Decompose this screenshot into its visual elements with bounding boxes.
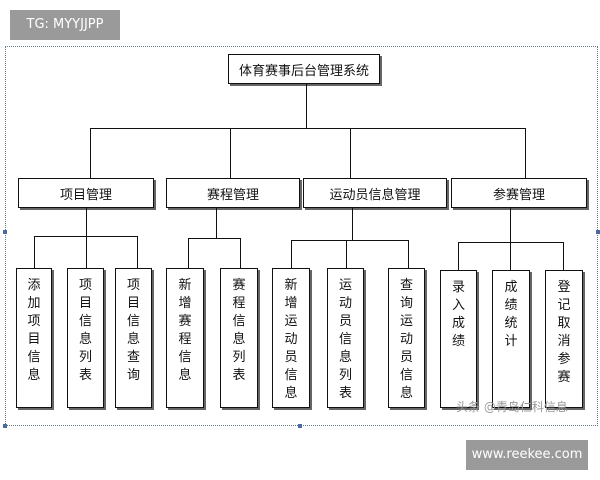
connector (510, 208, 511, 242)
leaf-node: 录入成绩 (440, 270, 477, 408)
watermark-text: 头条 @青岛仁科信息 (456, 400, 568, 414)
connector (346, 240, 347, 268)
category-node: 赛程管理 (166, 178, 300, 208)
connector (86, 236, 87, 268)
category-node: 项目管理 (18, 178, 154, 208)
connector (563, 242, 564, 270)
category-node: 运动员信息管理 (303, 178, 447, 208)
connector (458, 242, 459, 270)
leaf-node: 添加项目信息 (16, 268, 52, 408)
leaf-node: 查询运动员信息 (388, 268, 425, 408)
tg-tag: TG: MYYJJPP (10, 10, 120, 40)
leaf-node: 成绩统计 (492, 270, 530, 408)
category-node: 参赛管理 (451, 178, 587, 208)
connector (188, 238, 240, 239)
connector (216, 208, 217, 238)
connector (240, 238, 241, 268)
connector (291, 240, 292, 268)
selection-handle[interactable] (596, 230, 600, 234)
leaf-node: 项目信息列表 (67, 268, 104, 408)
connector (306, 84, 307, 128)
connector (86, 208, 87, 236)
connector (510, 242, 511, 270)
selection-handle[interactable] (3, 424, 7, 428)
connector (408, 240, 409, 268)
selection-handle[interactable] (3, 230, 7, 234)
connector (291, 240, 409, 241)
connector (90, 128, 525, 129)
leaf-node: 项目信息查询 (115, 268, 152, 408)
leaf-node: 新增赛程信息 (166, 268, 204, 408)
connector (137, 236, 138, 268)
connector (458, 242, 564, 243)
connector (525, 128, 526, 178)
connector (230, 128, 231, 178)
connector (90, 128, 91, 178)
root-node: 体育赛事后台管理系统 (228, 54, 380, 84)
connector (188, 238, 189, 268)
leaf-node: 赛程信息列表 (220, 268, 258, 408)
connector (34, 236, 35, 268)
leaf-node: 新增运动员信息 (272, 268, 310, 408)
site-url: www.reekee.com (466, 440, 588, 470)
connector (350, 128, 351, 178)
leaf-node: 运动员信息列表 (327, 268, 364, 408)
leaf-node: 登记取消参赛 (545, 270, 583, 408)
connector (352, 208, 353, 240)
selection-handle[interactable] (298, 424, 302, 428)
